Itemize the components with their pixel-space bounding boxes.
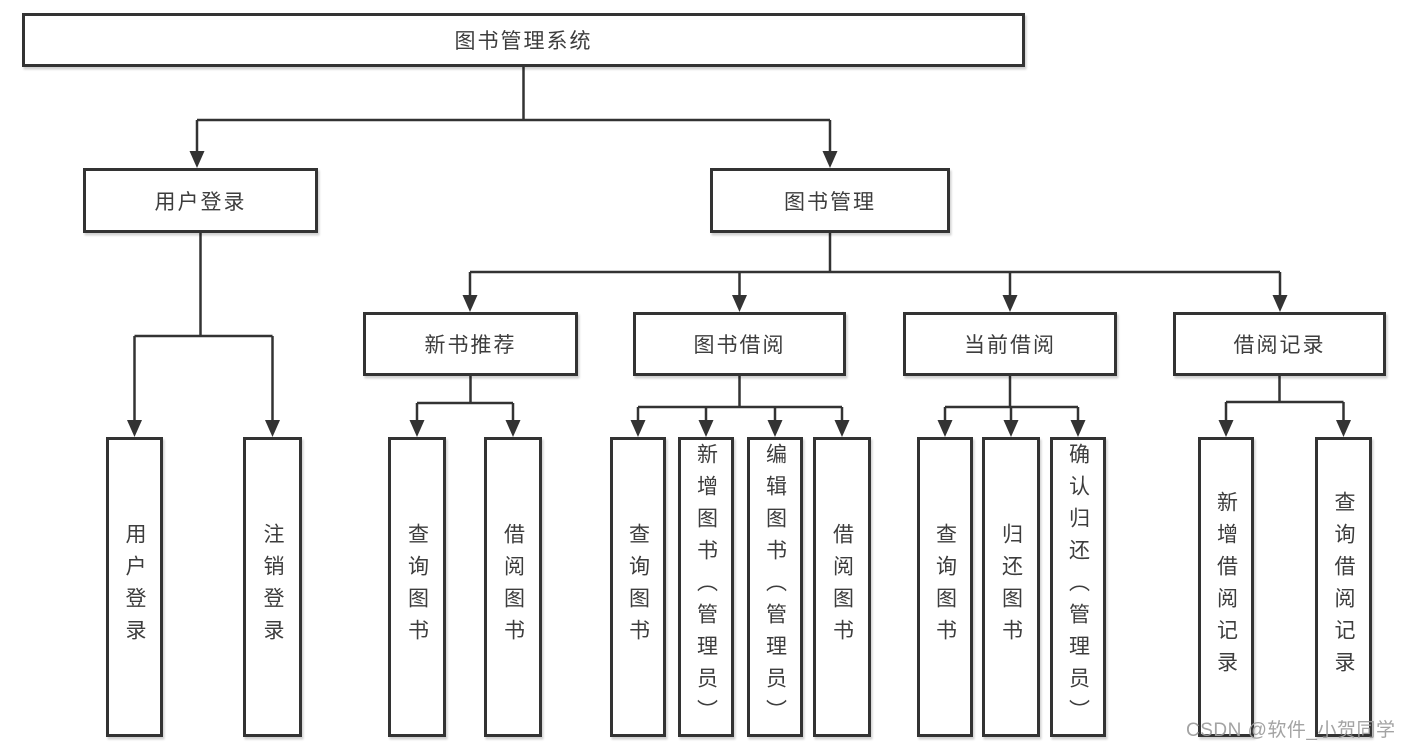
arrow-down-icon [265, 420, 280, 437]
leaf-rec-borrow-books: 借阅图书 [484, 437, 542, 737]
node-root-system: 图书管理系统 [22, 13, 1025, 67]
leaf-current-confirm-return-admin: 确认归还（管理员） [1050, 437, 1106, 737]
node-current-borrow: 当前借阅 [903, 312, 1117, 376]
arrow-down-icon [1003, 420, 1019, 437]
arrow-down-icon [189, 151, 205, 168]
leaf-borrow-query-books: 查询图书 [610, 437, 666, 737]
csdn-watermark: CSDN @软件_小贺同学 [1186, 720, 1396, 741]
connector-book-borrow-to-leaves [636, 376, 844, 421]
arrow-down-icon [732, 295, 747, 312]
arrow-down-icon [462, 295, 478, 312]
leaf-rec-query-books: 查询图书 [388, 437, 446, 737]
arrow-down-icon [937, 420, 953, 437]
arrow-down-icon [834, 420, 850, 437]
arrow-down-icon [822, 151, 838, 168]
arrow-down-icon [1218, 420, 1234, 437]
leaf-borrow-add-books-admin: 新增图书（管理员） [678, 437, 734, 737]
arrow-down-icon [409, 420, 425, 437]
arrow-down-icon [1336, 420, 1351, 437]
leaf-borrow-borrow-books: 借阅图书 [813, 437, 871, 737]
node-user-login: 用户登录 [83, 168, 318, 233]
leaf-records-add-record: 新增借阅记录 [1198, 437, 1254, 737]
arrow-down-icon [127, 420, 142, 437]
connector-borrow-records-to-leaves [1224, 376, 1345, 421]
connector-user-login-to-leaves [133, 233, 274, 421]
connector-new-book-rec-to-leaves [415, 376, 515, 421]
connector-current-borrow-to-leaves [943, 376, 1080, 421]
leaf-current-query-books: 查询图书 [917, 437, 973, 737]
leaf-current-return-books: 归还图书 [982, 437, 1040, 737]
arrow-down-icon [1070, 420, 1086, 437]
leaf-borrow-edit-books-admin: 编辑图书（管理员） [747, 437, 803, 737]
arrow-down-icon [505, 420, 521, 437]
arrow-down-icon [630, 420, 646, 437]
arrow-down-icon [698, 420, 714, 437]
arrow-down-icon [767, 420, 783, 437]
arrow-down-icon [1002, 295, 1018, 312]
node-book-borrow: 图书借阅 [633, 312, 846, 376]
node-borrow-records: 借阅记录 [1173, 312, 1386, 376]
leaf-records-query-record: 查询借阅记录 [1315, 437, 1372, 737]
leaf-user-login: 用户登录 [106, 437, 163, 737]
arrow-down-icon [1272, 295, 1288, 312]
leaf-logout: 注销登录 [243, 437, 302, 737]
connector-root-to-level2 [195, 67, 832, 152]
connector-book-mgmt-to-level3 [468, 233, 1282, 296]
node-new-book-recommend: 新书推荐 [363, 312, 578, 376]
node-book-management: 图书管理 [710, 168, 950, 233]
